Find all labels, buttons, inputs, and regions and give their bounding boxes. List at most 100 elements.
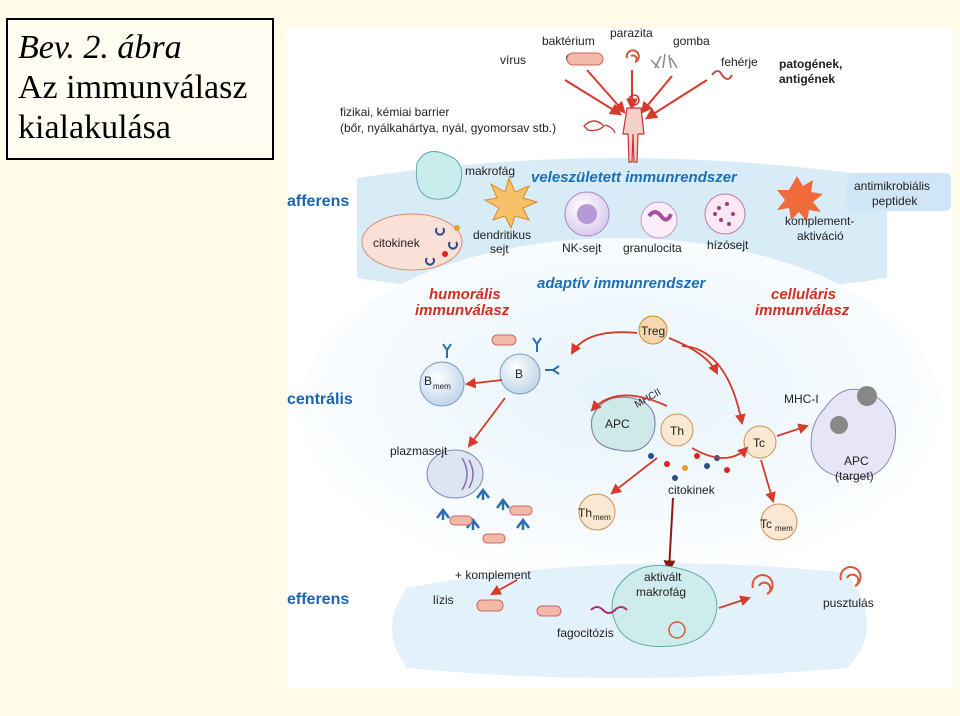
b-cell-label: B (515, 367, 523, 381)
plasma-cell-shape (426, 449, 484, 499)
tc-to-target-arrow (776, 423, 810, 437)
apc-label: APC (605, 417, 630, 431)
dendritic-label-line2: sejt (490, 242, 509, 256)
humoral-label-line1: humorális (429, 286, 501, 303)
b-cell-shape (499, 353, 541, 395)
tc-memory-cell: Tc mem (760, 503, 798, 541)
th-memory-cell: Th mem (578, 493, 616, 531)
granulocyte-nucleus (647, 210, 673, 222)
mouse-icon (583, 120, 616, 134)
plasma-cell-label: plazmasejt (390, 444, 448, 458)
macrophage: makrofág (415, 150, 515, 200)
slide-title-box: Bev. 2. ábra Az immunválasz kialakulása (6, 18, 274, 160)
antibody-receptor-icon (442, 343, 452, 358)
virus-label: vírus (500, 53, 526, 67)
cellular-label-line2: immunválasz (755, 302, 850, 319)
nk-cell-label: NK-sejt (562, 241, 602, 255)
tc-memory-shape (760, 503, 798, 541)
activated-macrophage-line2: makrofág (636, 585, 686, 599)
bacterium-arrow (586, 69, 626, 114)
parasite-label: parazita (610, 28, 653, 40)
treg-cell: Treg (638, 315, 668, 345)
slide-title-line2: Az immunválasz (18, 69, 248, 106)
dendritic-label-line1: dendritikus (473, 228, 531, 242)
opsonized-bacterium-2 (509, 505, 533, 516)
th-memory-label: Th (578, 506, 592, 520)
virus-in-target-1 (857, 386, 877, 406)
granulocyte: granulocita (623, 201, 682, 255)
opsonized-bacterium-1 (449, 515, 473, 526)
amp-box (847, 173, 951, 211)
immune-response-diagram: vírus baktérium parazita gomba fehérje p… (287, 26, 953, 688)
b-memory-cell: B mem (419, 343, 465, 407)
tc-memory-sub: mem (775, 524, 793, 533)
fungus-arrow (640, 75, 673, 114)
b-to-bmem-arrow (464, 377, 503, 389)
adaptive-title: adaptív immunrendszer (537, 275, 707, 292)
innate-title: veleszületett immunrendszer (531, 169, 738, 186)
destruction-label: pusztulás (823, 596, 874, 610)
protein-fragment-icon (590, 606, 628, 614)
nk-cell-nucleus (577, 204, 597, 224)
treg-arrow-right (668, 337, 718, 375)
macrophage-to-destruction-arrow (718, 595, 752, 609)
bacterium-antigen (491, 334, 517, 346)
slide-title-line3: kialakulása (18, 109, 171, 146)
th-shape (660, 413, 694, 447)
complement-label-line2: aktiváció (797, 229, 844, 243)
b-to-plasma-arrow (467, 397, 506, 448)
destruction: pusztulás (751, 566, 874, 610)
humoral-label-line2: immunválasz (415, 302, 510, 319)
complement-burst-icon (777, 176, 823, 222)
cytokines-innate-label: citokinek (373, 236, 421, 250)
mast-cell-label: hízósejt (707, 238, 749, 252)
cytokines-to-macrophage-arrow (663, 497, 676, 573)
th-memory-shape (578, 493, 616, 531)
section-afferent: afferens (287, 193, 349, 210)
th-cell: Th (660, 413, 694, 447)
b-cell-receptor-icon (532, 337, 560, 375)
cytokines-central: citokinek (648, 453, 730, 497)
protein-icon (711, 70, 733, 80)
bacterium-label: baktérium (542, 34, 595, 48)
cytokine-dot-red (442, 251, 448, 257)
th-to-tc-arrow (691, 446, 749, 459)
section-efferent: efferens (287, 591, 349, 608)
barrier-label-line2: (bőr, nyálkahártya, nyál, gyomorsav stb.… (340, 121, 556, 135)
treg-to-tc-arrow (681, 345, 746, 426)
activated-macrophage: aktivált makrofág (611, 565, 718, 648)
parasite-spiral-icon (625, 49, 640, 63)
macrophage-label: makrofág (465, 164, 515, 178)
slide-title-line1: Bev. 2. ábra (18, 29, 182, 66)
mast-cell-shape (704, 193, 746, 235)
apc-to-b-arrow (590, 394, 668, 412)
apc-target-label-line1: APC (844, 454, 869, 468)
apc-cell: APC MHCII (591, 387, 663, 452)
plus-complement-label: + komplement (455, 568, 531, 582)
th-to-thmem-arrow (610, 457, 658, 495)
bacterium-icon (566, 52, 604, 66)
virus-arrow (564, 79, 623, 116)
treg-shape (638, 315, 668, 345)
protein-label: fehérje (721, 55, 758, 69)
fungus-icon (650, 53, 678, 69)
macrophage-cell (415, 150, 463, 200)
activated-macrophage-shape (611, 565, 718, 648)
cytokines-innate: citokinek (361, 213, 463, 271)
mast-cell: hízósejt (704, 193, 749, 252)
cytokines-central-label: citokinek (668, 483, 716, 497)
lysis: lízis (433, 593, 504, 612)
lysis-bacterium (476, 599, 504, 612)
mhc1-label: MHC-I (784, 392, 819, 406)
antimicrobial-peptides: antimikrobiális peptidek (847, 173, 951, 211)
fungus-label: gomba (673, 34, 710, 48)
activated-macrophage-line1: aktivált (644, 570, 682, 584)
protein: fehérje (711, 55, 758, 80)
fungus: gomba (650, 34, 710, 69)
pathogens-label-line2: antigének (779, 72, 835, 86)
cytokine-dot-orange (454, 225, 460, 231)
engulfed-parasite-icon (668, 621, 686, 639)
granulocyte-shape (640, 201, 678, 239)
complement-to-lysis-arrow (490, 579, 518, 596)
th-label: Th (670, 424, 684, 438)
